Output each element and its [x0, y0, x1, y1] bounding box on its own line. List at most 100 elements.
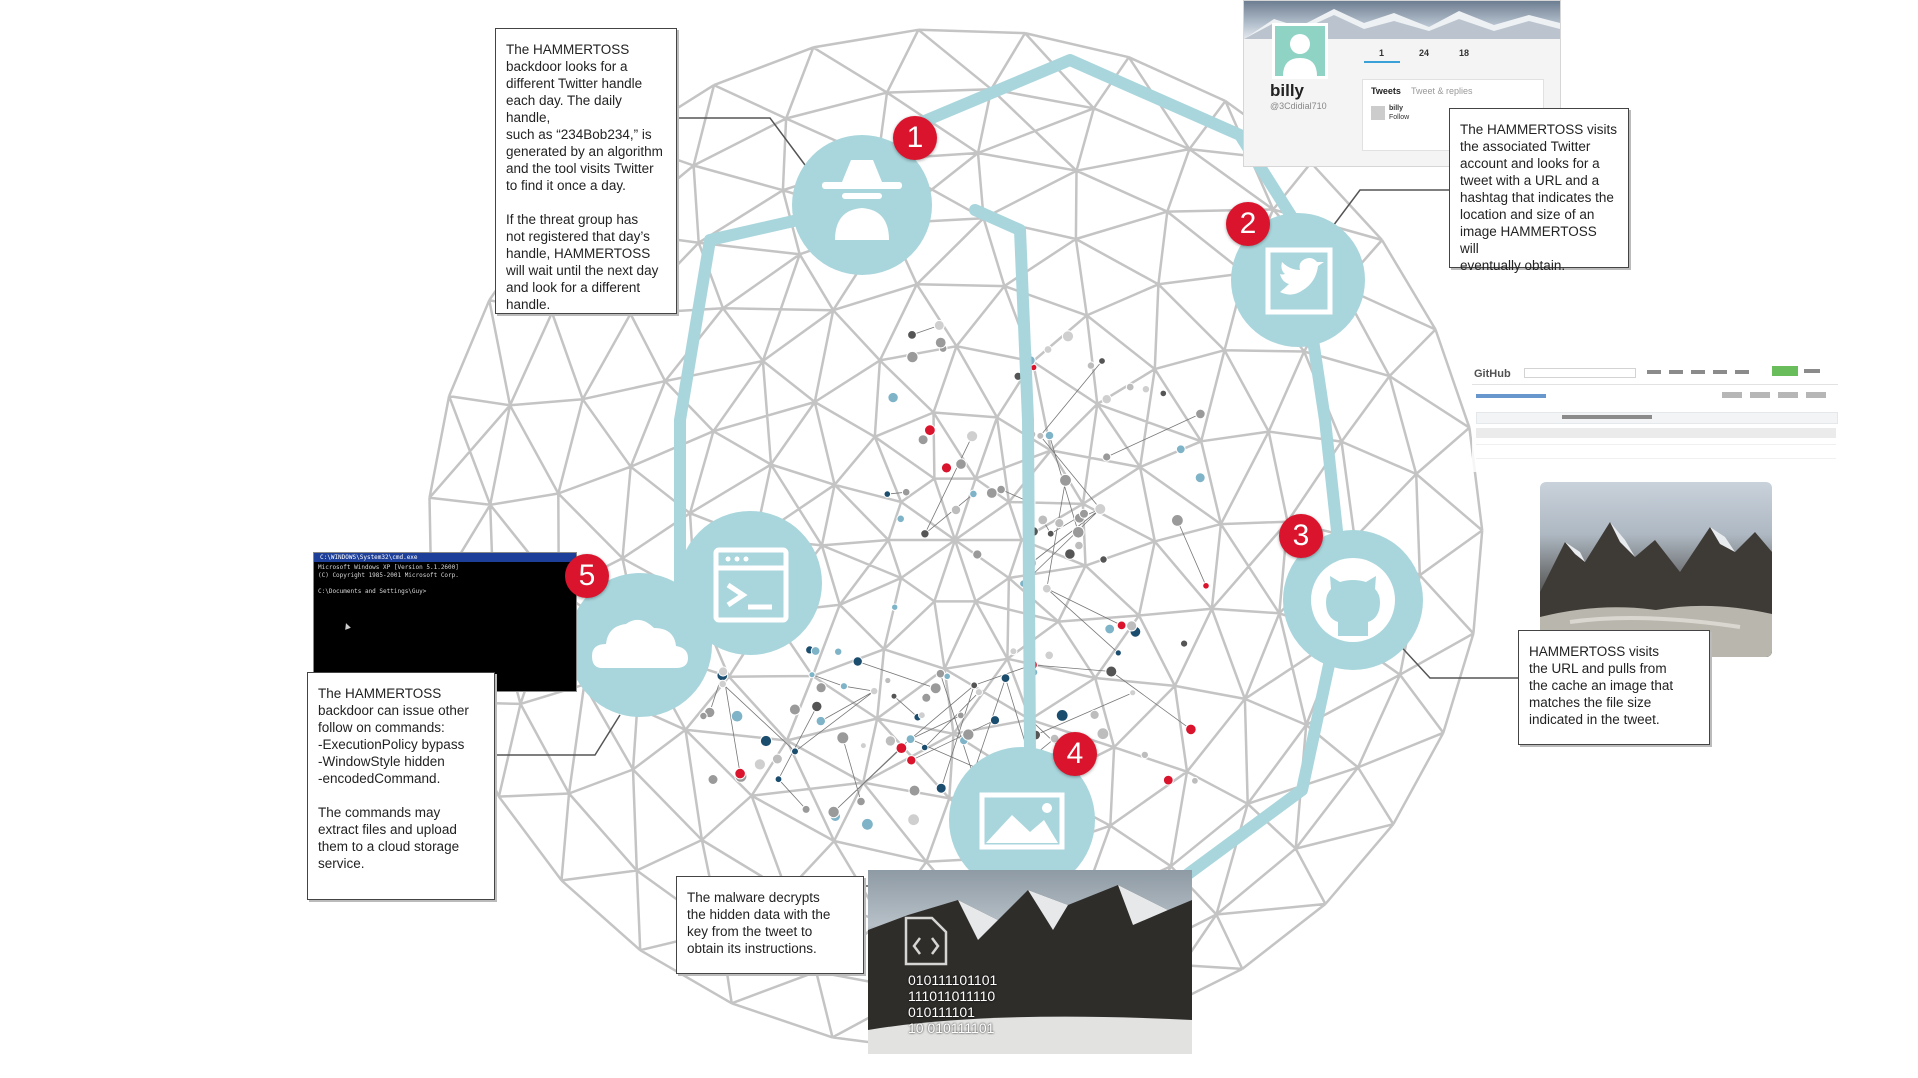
network-node — [1098, 357, 1106, 365]
network-node — [1129, 689, 1137, 697]
callout-step3: HAMMERTOSS visits the URL and pulls from… — [1518, 630, 1710, 745]
twitter-icon — [1265, 247, 1333, 315]
profile-name: billy — [1270, 81, 1305, 100]
binary-overlay: 010111101101 111011011110 010111101 10 0… — [908, 972, 998, 1036]
network-node — [1074, 540, 1084, 551]
default-avatar-icon — [1283, 34, 1317, 76]
github-logo: GitHub — [1474, 368, 1511, 380]
code-file-icon — [904, 916, 948, 966]
network-node — [935, 782, 947, 794]
network-node — [1061, 330, 1075, 343]
connector-step2 — [1329, 189, 1450, 231]
network-node — [924, 424, 936, 437]
network-node — [1094, 503, 1107, 515]
network-node — [985, 487, 998, 499]
network-node — [856, 796, 866, 807]
network-node — [791, 747, 799, 756]
network-node — [950, 504, 962, 516]
callout-step5-para1: The HAMMERTOSS backdoor can issue other … — [318, 686, 469, 786]
network-node — [1102, 452, 1112, 462]
profile-handle: @3Cdidial710 — [1270, 101, 1327, 111]
callout-step1-para1: The HAMMERTOSS backdoor looks for a diff… — [506, 42, 663, 193]
network-node — [962, 728, 975, 741]
network-node — [917, 434, 929, 446]
network-node — [1041, 583, 1052, 594]
network-node — [861, 817, 874, 831]
network-node — [891, 603, 899, 611]
network-node — [1159, 389, 1168, 398]
github-search-bar — [1524, 368, 1636, 378]
tweet-avatar — [1371, 106, 1385, 120]
network-node — [1044, 430, 1055, 441]
network-node — [1059, 473, 1072, 487]
network-node — [734, 767, 746, 780]
github-signin-link — [1804, 369, 1820, 373]
callout-step2: The HAMMERTOSS visits the associated Twi… — [1449, 108, 1629, 273]
network-node — [1141, 385, 1151, 394]
network-node — [1096, 727, 1110, 741]
network-node — [969, 489, 978, 499]
github-nav — [1647, 370, 1757, 374]
network-node — [788, 703, 801, 716]
network-node — [1099, 555, 1108, 564]
network-node — [955, 458, 967, 470]
network-node — [907, 330, 917, 340]
network-node — [774, 775, 783, 784]
network-node — [1079, 508, 1089, 519]
network-node — [1175, 444, 1186, 455]
network-node — [1105, 665, 1118, 678]
callout-step5: The HAMMERTOSS backdoor can issue other … — [307, 672, 495, 900]
node-step1 — [792, 135, 932, 275]
network-node — [883, 490, 892, 498]
connector-step5 — [495, 714, 621, 756]
path-2-to-3 — [1304, 314, 1344, 546]
path-1-left — [674, 209, 826, 606]
network-node — [895, 742, 908, 754]
network-node — [929, 682, 942, 695]
network-node — [1162, 774, 1174, 786]
network-node — [884, 676, 892, 685]
network-node — [884, 735, 897, 747]
terminal-window-icon — [713, 547, 789, 623]
network-node — [921, 692, 932, 703]
network-node — [870, 686, 879, 696]
callout-step4: The malware decrypts the hidden data wit… — [676, 876, 864, 974]
network-node — [827, 805, 840, 819]
network-node — [970, 681, 979, 690]
network-node — [1089, 709, 1100, 721]
network-node — [1009, 647, 1018, 656]
github-screenshot: GitHub — [1472, 360, 1838, 472]
network-node — [718, 679, 728, 689]
callout-step4-text: The malware decrypts the hidden data wit… — [687, 890, 831, 956]
network-node — [890, 692, 898, 700]
network-node — [1055, 709, 1069, 722]
path-1-down — [969, 204, 1036, 766]
network-node — [808, 671, 816, 679]
network-node — [934, 336, 947, 349]
mouse-cursor-icon — [343, 622, 351, 630]
stats-underline — [1364, 61, 1400, 63]
github-icon — [1311, 558, 1395, 642]
network-node — [905, 734, 916, 744]
network-node — [730, 709, 744, 723]
step-badge-1: 1 — [893, 116, 937, 160]
network-node — [1037, 514, 1049, 526]
network-node — [801, 804, 811, 814]
github-file-row-4 — [1476, 458, 1836, 467]
github-repo-title — [1476, 394, 1546, 398]
network-node — [753, 758, 767, 771]
network-node — [940, 462, 953, 474]
network-node — [908, 784, 921, 797]
network-node — [699, 711, 708, 721]
network-node — [815, 682, 827, 694]
step-badge-2: 2 — [1226, 202, 1270, 246]
network-node — [759, 734, 773, 748]
stat-3: 18 — [1459, 48, 1470, 58]
step-badge-3: 3 — [1279, 514, 1323, 558]
callout-step2-text: The HAMMERTOSS visits the associated Twi… — [1460, 122, 1618, 273]
avatar — [1272, 23, 1328, 79]
tweet-line: Follow — [1389, 114, 1410, 121]
network-node — [815, 715, 826, 727]
network-node — [918, 711, 926, 720]
step-badge-4: 4 — [1053, 732, 1097, 776]
